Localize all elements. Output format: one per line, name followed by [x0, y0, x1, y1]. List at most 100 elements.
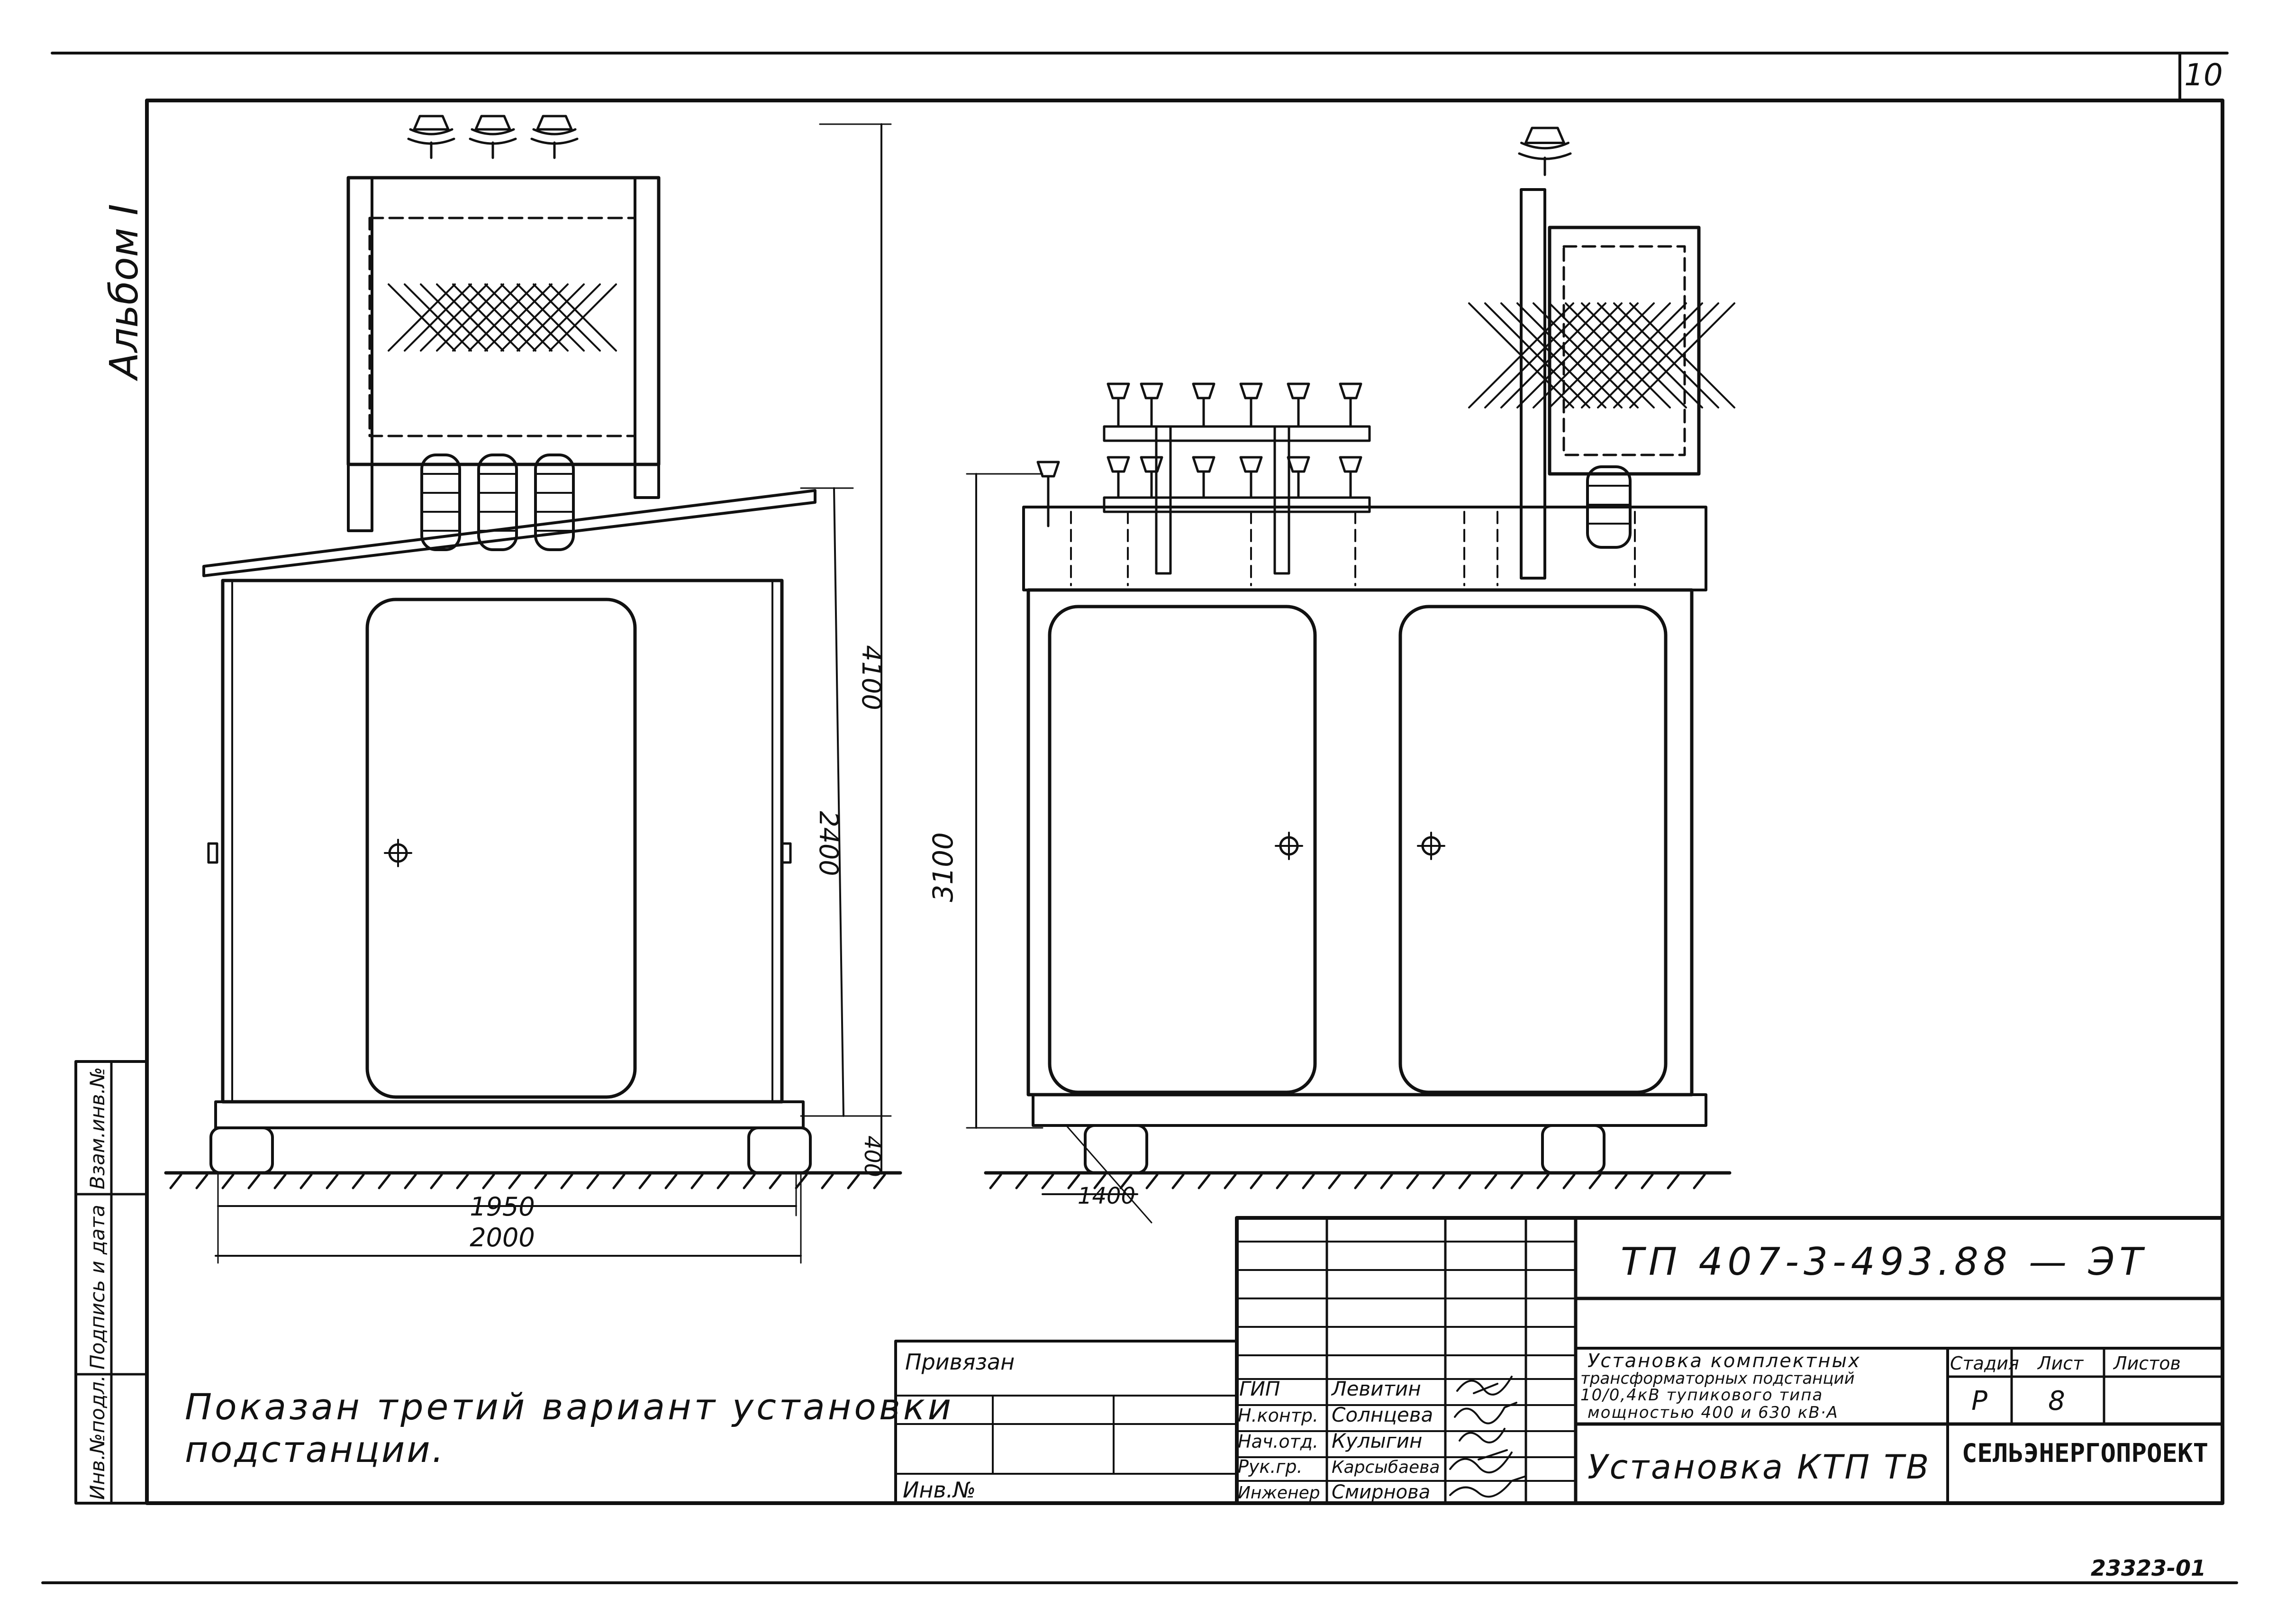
left-door	[365, 598, 637, 1099]
ground-hatch-stroke	[1145, 1173, 1159, 1189]
left-base-frame	[214, 1100, 805, 1129]
ground-hatch-stroke	[821, 1173, 834, 1189]
right-door-right	[1398, 605, 1668, 1094]
ground-hatch-stroke	[1693, 1173, 1706, 1189]
right-door-left	[1048, 605, 1317, 1094]
right-transformer-bushing-icon	[1586, 465, 1632, 549]
note-line-2: подстанции.	[185, 1428, 445, 1470]
mesh-stroke	[500, 283, 569, 352]
mesh-stroke	[436, 283, 504, 352]
mesh-stroke	[388, 283, 456, 352]
staff-role: Н.контр.	[1238, 1405, 1318, 1426]
ground-hatch-stroke	[1276, 1173, 1289, 1189]
drawing-frame	[145, 99, 2224, 1505]
staff-name: Кулыгин	[1332, 1429, 1423, 1452]
dim-2400: 2400	[814, 811, 844, 876]
right-lv-insulator-icon	[1036, 382, 1362, 527]
ground-hatch-stroke	[1615, 1173, 1628, 1189]
stamp-vzam-inv: Взам.инв.№	[86, 1067, 109, 1189]
ground-hatch-stroke	[717, 1173, 730, 1189]
ground-hatch-stroke	[989, 1173, 1002, 1189]
ground-hatch-stroke	[586, 1173, 599, 1189]
right-door-lock-icon	[1417, 832, 1445, 860]
ground-hatch-stroke	[1171, 1173, 1185, 1189]
right-lv-busbar	[1103, 425, 1371, 442]
description-line: трансформаторных подстанций	[1580, 1369, 1855, 1388]
ground-hatch-stroke	[1667, 1173, 1680, 1189]
mesh-stroke	[1597, 302, 1703, 408]
staff-role: ГИП	[1239, 1377, 1280, 1400]
dim-1400: 1400	[1078, 1183, 1135, 1209]
staff-name: Смирнова	[1332, 1481, 1430, 1503]
left-elevation-view: 4100 2400 400 1950 2000	[164, 115, 902, 1264]
staff-role: Нач.отд.	[1238, 1431, 1318, 1452]
right-top-bushing-icon	[1518, 127, 1572, 176]
description-line: Установка комплектных	[1587, 1350, 1861, 1372]
drawing-code: ТП 407-3-493.88 — ЭТ	[1621, 1240, 2147, 1284]
left-cabinet-mesh	[388, 283, 617, 352]
sheet-value: 8	[2048, 1386, 2065, 1416]
ground-hatch-stroke	[1380, 1173, 1393, 1189]
mesh-stroke	[1516, 302, 1623, 408]
ground-hatch-stroke	[612, 1173, 626, 1189]
mesh-stroke	[420, 283, 488, 352]
staff-role: Рук.гр.	[1238, 1456, 1303, 1477]
mesh-stroke	[1533, 302, 1639, 408]
sheets-header: Листов	[2113, 1353, 2181, 1374]
mesh-stroke	[1613, 302, 1719, 408]
ground-hatch-stroke	[1562, 1173, 1576, 1189]
staff-name: Солнцева	[1332, 1403, 1433, 1426]
note-line-1: Показан третий вариант установки	[185, 1386, 954, 1428]
ground-hatch-stroke	[1041, 1173, 1054, 1189]
side-stamp: Взам.инв.№ Подпись и дата Инв.№подл.	[74, 1060, 148, 1505]
ground-hatch-stroke	[221, 1173, 235, 1189]
ground-hatch-stroke	[169, 1173, 182, 1189]
privyazan-box	[894, 1340, 1238, 1505]
left-door-lock-icon	[384, 839, 412, 867]
description-line: 10/0,4кВ тупикового типа	[1580, 1386, 1823, 1405]
ground-hatch-stroke	[1119, 1173, 1133, 1189]
dim-2000: 2000	[470, 1223, 535, 1252]
signature-marks	[1449, 1376, 1527, 1498]
inv-label: Инв.№	[903, 1477, 976, 1503]
ground-hatch-stroke	[404, 1173, 417, 1189]
dim-3100: 3100	[927, 832, 959, 902]
ground-hatch-stroke	[378, 1173, 391, 1189]
dim-1950: 1950	[470, 1192, 535, 1222]
ground-hatch-stroke	[1093, 1173, 1107, 1189]
ground-hatch-stroke	[482, 1173, 495, 1189]
right-roof-dashes	[1070, 511, 1636, 586]
ground-hatch-stroke	[1328, 1173, 1341, 1189]
mesh-stroke	[1581, 302, 1687, 408]
ground-hatch-stroke	[1484, 1173, 1497, 1189]
ground-hatch-stroke	[273, 1173, 287, 1189]
ground-hatch-stroke	[430, 1173, 443, 1189]
ground-hatch-stroke	[638, 1173, 652, 1189]
ground-hatch-stroke	[769, 1173, 782, 1189]
stage-header: Стадия	[1950, 1353, 2019, 1374]
album-label: Альбом I	[102, 204, 147, 381]
bottom-code: 23323-01	[2091, 1555, 2206, 1581]
mesh-stroke	[549, 283, 617, 352]
ground-hatch-stroke	[326, 1173, 339, 1189]
ground-hatch-stroke	[1641, 1173, 1654, 1189]
mesh-stroke	[452, 283, 520, 352]
stamp-podpis-data: Подпись и дата	[86, 1205, 109, 1370]
ground-hatch-stroke	[508, 1173, 521, 1189]
ground-hatch-stroke	[534, 1173, 547, 1189]
ground-hatch-stroke	[299, 1173, 313, 1189]
right-lv-busbar	[1103, 496, 1371, 513]
mesh-stroke	[404, 283, 472, 352]
ground-hatch-stroke	[456, 1173, 469, 1189]
left-body	[221, 579, 784, 1104]
staff-name: Карсыбаева	[1332, 1458, 1440, 1477]
mesh-stroke	[1565, 302, 1671, 408]
title-block: Привязан Инв.№ ГИП Левитин Н.контр. Солн…	[894, 1216, 2224, 1505]
staff-grid-rows	[1236, 1241, 1577, 1482]
mesh-stroke	[468, 283, 536, 352]
ground-hatch-stroke	[1354, 1173, 1367, 1189]
ground-hatch-stroke	[1432, 1173, 1445, 1189]
drawing-title: Установка КТП ТВ	[1587, 1448, 1931, 1487]
dim-4100: 4100	[856, 645, 886, 710]
